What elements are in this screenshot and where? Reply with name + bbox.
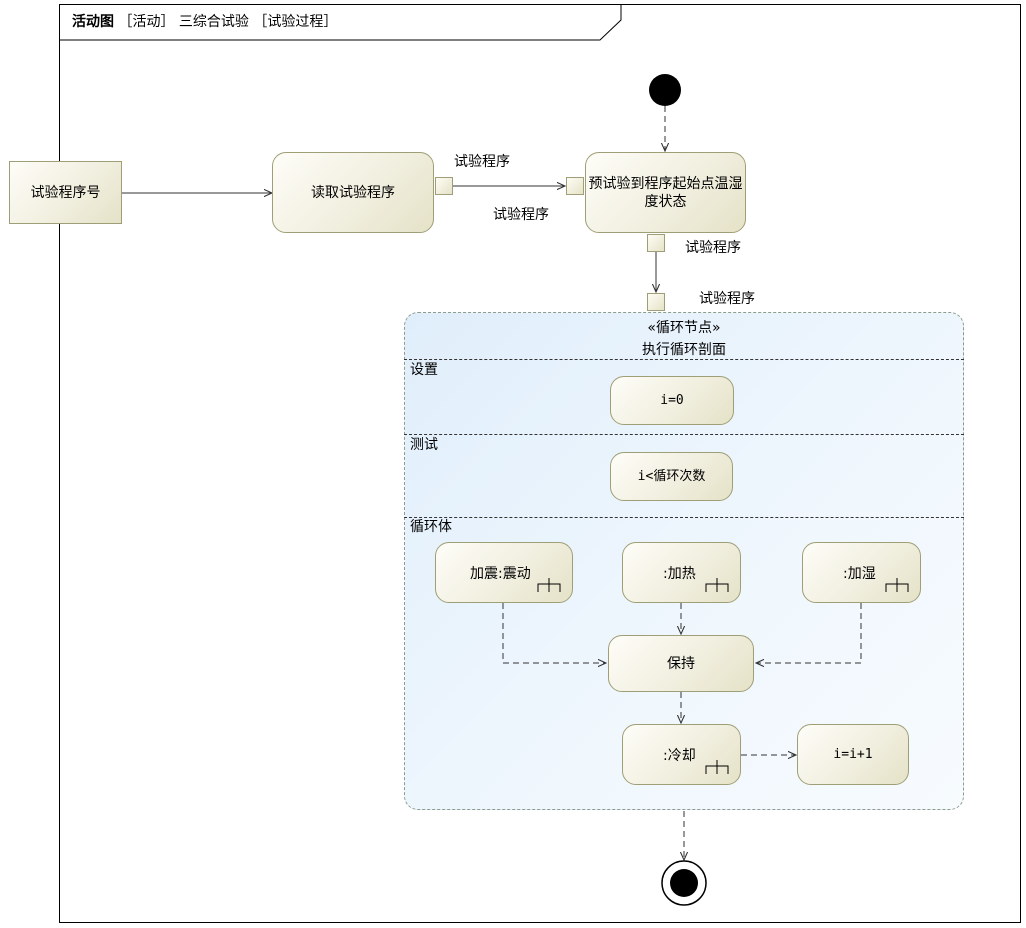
frame-activity-name: 三综合试验 <box>178 14 249 30</box>
flow-vibration-to-hold <box>502 603 606 663</box>
action-cool[interactable]: :冷却 <box>622 724 741 785</box>
flow-humidify-to-hold <box>756 603 862 663</box>
pin-pretest-out[interactable] <box>647 234 665 252</box>
action-read-program[interactable]: 读取试验程序 <box>272 152 434 233</box>
rake-icon <box>537 578 561 592</box>
final-node-inner <box>670 869 698 897</box>
frame-type: 活动图 <box>72 14 114 30</box>
loop-section-body: 循环体 <box>410 519 452 535</box>
pin-loop-in[interactable] <box>647 293 665 311</box>
loop-divider-test <box>404 434 964 435</box>
loop-name: 执行循环剖面 <box>642 342 726 358</box>
action-humidify-label: :加湿 <box>843 566 876 582</box>
action-increment[interactable]: i=i+1 <box>797 724 909 785</box>
action-vibration-label: 加震:震动 <box>470 566 531 582</box>
loop-section-setup: 设置 <box>410 362 438 378</box>
frame-bracket-1: ［活动］ <box>118 14 175 30</box>
pin-pretest-in[interactable] <box>566 177 584 195</box>
action-heating-label: :加热 <box>663 566 696 582</box>
pin-read-out[interactable] <box>435 177 453 195</box>
action-humidify[interactable]: :加湿 <box>802 542 921 603</box>
action-vibration[interactable]: 加震:震动 <box>435 542 573 603</box>
action-heating[interactable]: :加热 <box>622 542 741 603</box>
pin-label-pretest-out: 试验程序 <box>685 240 741 256</box>
pin-label-pretest-in: 试验程序 <box>493 207 549 223</box>
pin-label-loop-in: 试验程序 <box>699 291 755 307</box>
frame-bracket-2: ［试验过程］ <box>253 14 338 30</box>
rake-icon <box>885 578 909 592</box>
object-node-program-number[interactable]: 试验程序号 <box>9 161 122 224</box>
loop-divider-setup <box>404 359 964 360</box>
frame-title: 活动图 ［活动］ 三综合试验 ［试验过程］ <box>60 4 337 40</box>
action-cool-label: :冷却 <box>663 748 696 764</box>
action-hold[interactable]: 保持 <box>608 635 754 692</box>
loop-stereotype: «循环节点» <box>647 320 721 336</box>
rake-icon <box>705 760 729 774</box>
action-test[interactable]: i<循环次数 <box>610 452 733 501</box>
pin-label-read-out: 试验程序 <box>454 154 510 170</box>
diagram-frame <box>59 4 1021 923</box>
action-init[interactable]: i=0 <box>610 376 734 425</box>
loop-divider-body <box>404 517 964 518</box>
loop-section-test: 测试 <box>410 437 438 453</box>
initial-node <box>649 74 681 106</box>
action-pretest[interactable]: 预试验到程序起始点温湿度状态 <box>585 152 746 233</box>
rake-icon <box>705 578 729 592</box>
